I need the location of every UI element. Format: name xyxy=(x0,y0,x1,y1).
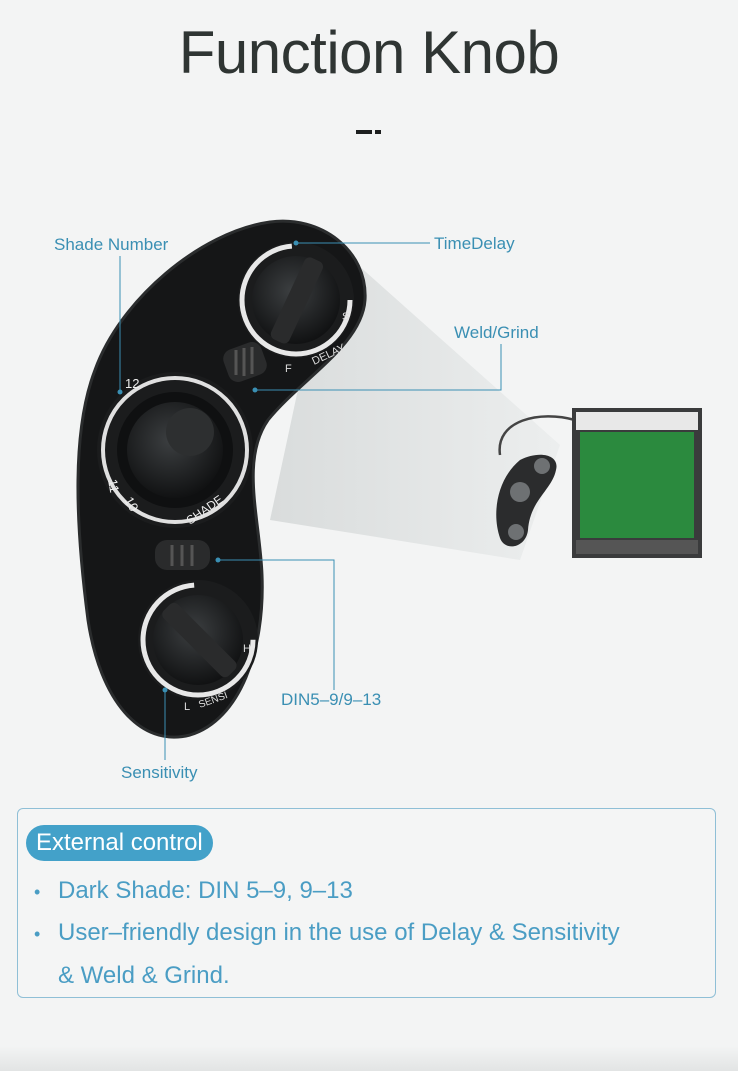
callout-sensitivity: Sensitivity xyxy=(121,763,198,782)
callout-din: DIN5–9/9–13 xyxy=(281,690,382,709)
title-underline-mark xyxy=(356,130,372,134)
list-item-text: Dark Shade: DIN 5–9, 9–13 xyxy=(58,877,353,904)
cartridge-thumbnail xyxy=(496,408,702,558)
shade-number-knob: 12 11 10 SHADE xyxy=(97,372,253,528)
din-switch xyxy=(155,540,210,570)
sensitivity-knob: L SENSI H xyxy=(138,580,258,713)
callout-lines xyxy=(119,242,502,760)
svg-text:L: L xyxy=(184,701,190,713)
list-item: • User–friendly design in the use of Dela… xyxy=(34,918,620,949)
svg-text:S: S xyxy=(342,311,349,323)
time-delay-knob: F DELAY S xyxy=(238,242,354,375)
svg-text:11: 11 xyxy=(105,478,122,494)
product-illustration: F DELAY S 12 11 10 SHADE L SENSI H xyxy=(76,219,702,760)
title-underline-mark-dot xyxy=(375,130,381,134)
list-item: • Dark Shade: DIN 5–9, 9–13 xyxy=(34,876,353,907)
page-title: Function Knob xyxy=(178,19,560,86)
din-leader xyxy=(218,559,335,690)
external-control-panel: External control • Dark Shade: DIN 5–9, 9… xyxy=(17,808,716,998)
list-item-continuation: & Weld & Grind. xyxy=(58,962,230,989)
callout-time-delay: TimeDelay xyxy=(434,234,515,253)
svg-text:10: 10 xyxy=(121,494,141,514)
callout-shade-number: Shade Number xyxy=(54,235,169,254)
weld-grind-leader xyxy=(255,344,502,391)
list-item-text: User–friendly design in the use of Delay… xyxy=(58,919,620,946)
svg-text:12: 12 xyxy=(125,376,139,391)
weld-grind-switch xyxy=(223,342,267,382)
svg-text:F: F xyxy=(285,363,292,375)
svg-text:H: H xyxy=(243,643,251,655)
callout-weld-grind: Weld/Grind xyxy=(454,323,539,342)
bullet-dot-icon: • xyxy=(34,882,41,902)
bottom-shadow xyxy=(0,1046,738,1071)
external-control-badge: External control xyxy=(26,825,213,861)
bullet-dot-icon: • xyxy=(34,924,41,944)
